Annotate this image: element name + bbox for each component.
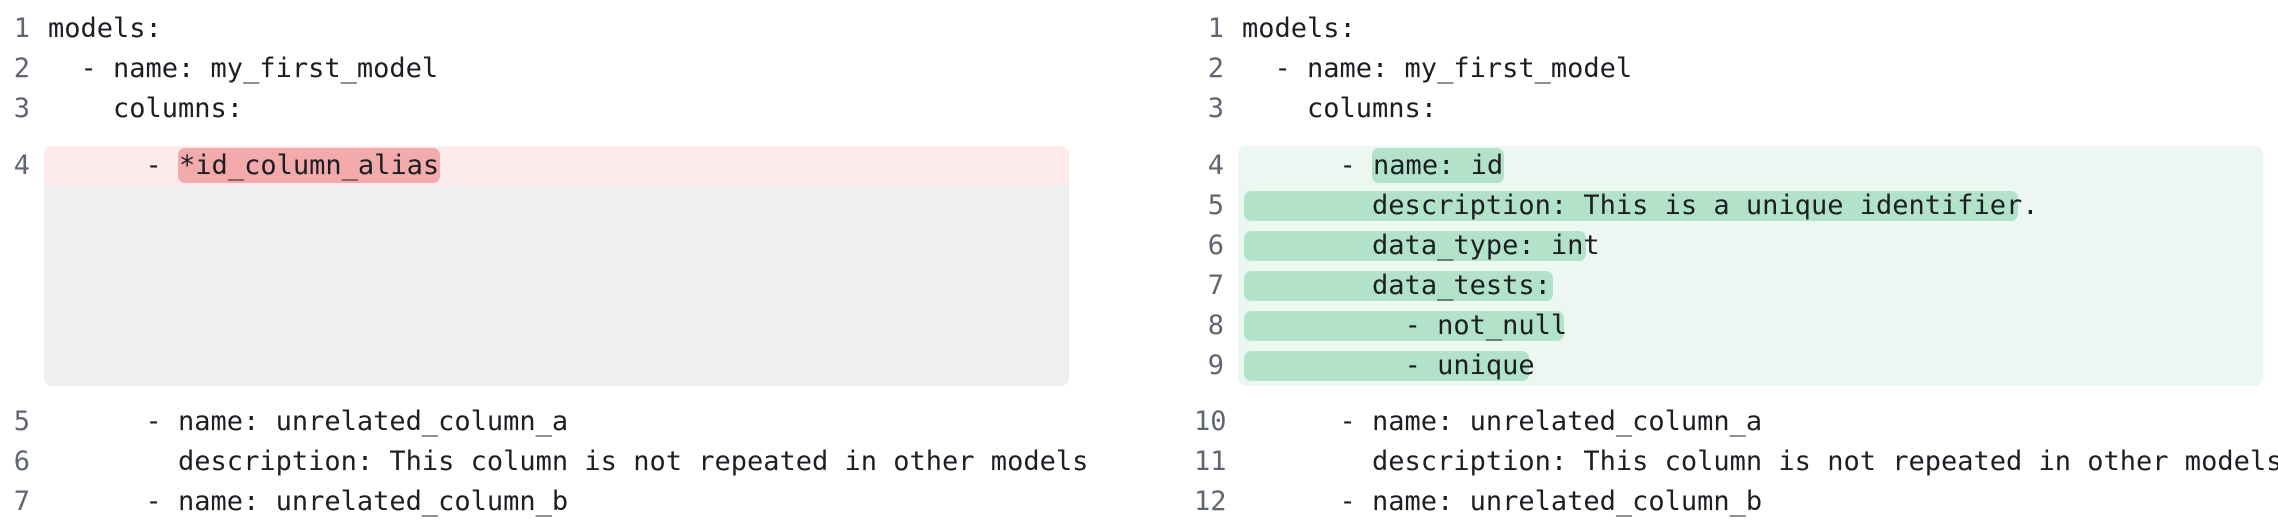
- added-text: - unique: [1404, 350, 1535, 381]
- added-code-line: - unique: [1242, 346, 1535, 386]
- code-line: - name: unrelated_column_a: [1242, 406, 1763, 437]
- added-text: data_type: int: [1372, 230, 1600, 261]
- line-number: 7: [13, 486, 30, 517]
- added-text: - not_null: [1404, 310, 1568, 341]
- line-number: 3: [1207, 93, 1224, 124]
- added-line-highlight: [1244, 351, 1529, 381]
- line-number: 4: [1207, 150, 1224, 181]
- code-line: - name: unrelated_column_a: [48, 406, 569, 437]
- code-line: - name: unrelated_column_b: [1242, 486, 1763, 517]
- code-line: models:: [1242, 13, 1356, 44]
- code-line: - name: my_first_model: [48, 53, 439, 84]
- code-line: - name: my_first_model: [1242, 53, 1633, 84]
- code-prefix: [1242, 310, 1405, 341]
- line-number: 1: [1207, 13, 1224, 44]
- added-line-highlight: [1244, 231, 1586, 261]
- line-number: 6: [13, 446, 30, 477]
- added-line-highlight: [1244, 311, 1564, 341]
- added-line-highlight: [1244, 271, 1553, 301]
- added-text: description: This is a unique identifier…: [1372, 190, 2039, 221]
- line-number: 4: [13, 150, 30, 181]
- line-number: 11: [1194, 446, 1227, 477]
- code-line: description: This column is not repeated…: [1242, 446, 2278, 477]
- code-line: columns:: [48, 93, 244, 124]
- line-number: 6: [1207, 230, 1224, 261]
- code-prefix: [1242, 350, 1405, 381]
- added-code-line: description: This is a unique identifier…: [1242, 186, 2039, 226]
- code-prefix: [1242, 270, 1372, 301]
- line-number: 3: [13, 93, 30, 124]
- added-code-line: - not_null: [1242, 306, 1568, 346]
- code-prefix: [1242, 230, 1372, 261]
- line-number: 9: [1207, 350, 1224, 381]
- diff-filler-block: [44, 186, 1069, 386]
- added-code-line: data_type: int: [1242, 226, 1600, 266]
- line-number: 5: [13, 406, 30, 437]
- added-block-background: [1238, 146, 2263, 386]
- line-number: 7: [1207, 270, 1224, 301]
- code-line: description: This column is not repeated…: [48, 446, 1089, 477]
- line-number: 5: [1207, 190, 1224, 221]
- line-number: 2: [13, 53, 30, 84]
- added-line-highlight: [1244, 191, 2018, 221]
- code-line: models:: [48, 13, 162, 44]
- removed-code-line: - *id_column_alias: [48, 146, 441, 186]
- line-number: 12: [1194, 486, 1227, 517]
- added-text-highlight: name: id: [1372, 148, 1505, 183]
- diff-right-pane: 1 models: 2 - name: my_first_model 3 col…: [1194, 0, 2278, 528]
- code-prefix: [1242, 190, 1372, 221]
- removed-text-highlight: *id_column_alias: [178, 148, 441, 183]
- code-prefix: -: [1242, 150, 1373, 181]
- added-text: data_tests:: [1372, 270, 1551, 301]
- code-line: - name: unrelated_column_b: [48, 486, 569, 517]
- added-code-line: - name: id: [1242, 146, 1505, 186]
- line-number: 10: [1194, 406, 1227, 437]
- added-code-line: data_tests:: [1242, 266, 1551, 306]
- line-number: 8: [1207, 310, 1224, 341]
- code-line: columns:: [1242, 93, 1438, 124]
- diff-left-pane: 1 models: 2 - name: my_first_model 3 col…: [0, 0, 1089, 528]
- code-prefix: -: [48, 150, 179, 181]
- line-number: 1: [13, 13, 30, 44]
- line-number: 2: [1207, 53, 1224, 84]
